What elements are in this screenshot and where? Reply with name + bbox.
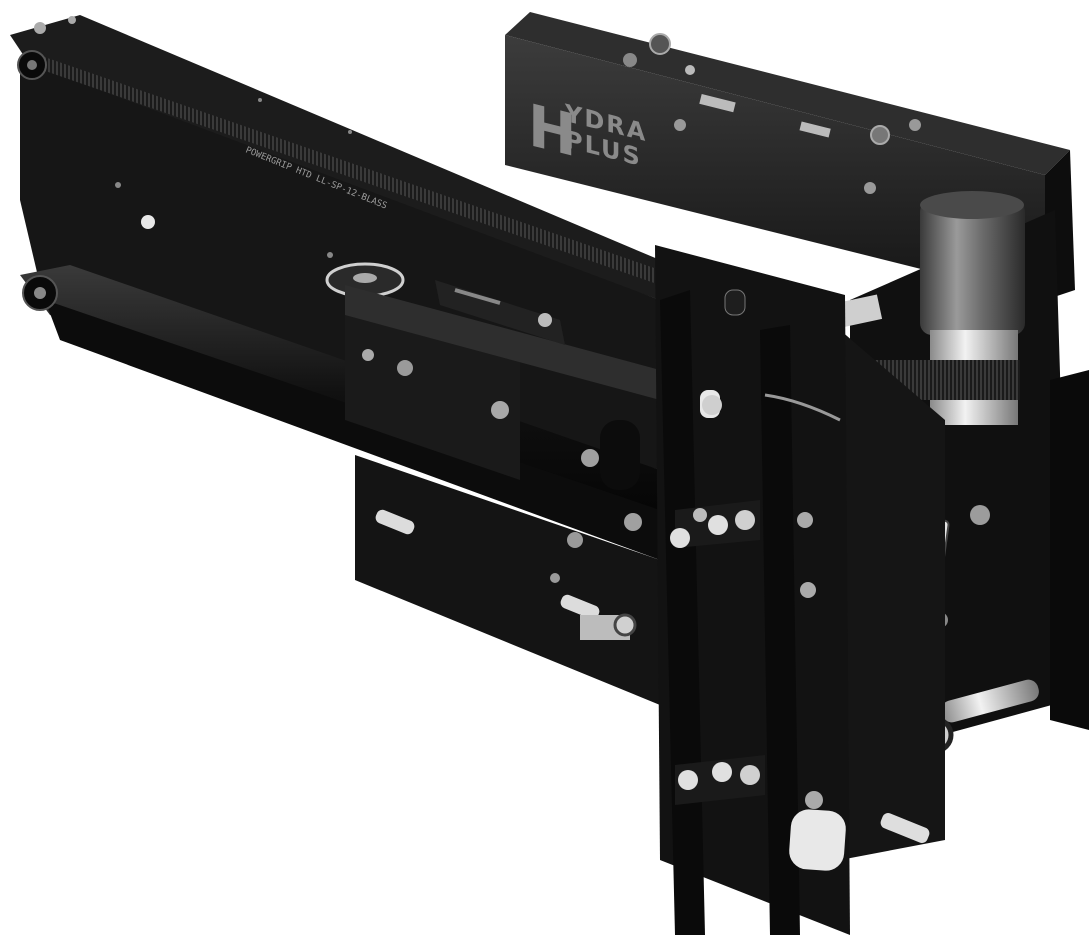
roller-group-lower — [675, 755, 765, 805]
motor-header-box: H YDRA PLUS — [505, 12, 1075, 300]
motor-frame — [823, 191, 1089, 860]
roller-group-upper — [670, 500, 760, 548]
carriage-assembly — [325, 262, 660, 490]
door-hanger-plate — [624, 245, 850, 935]
drive-belt — [28, 52, 660, 285]
mounting-plate — [355, 455, 660, 705]
svg-text:H: H — [528, 90, 577, 170]
motor-cylinder — [920, 200, 1025, 335]
